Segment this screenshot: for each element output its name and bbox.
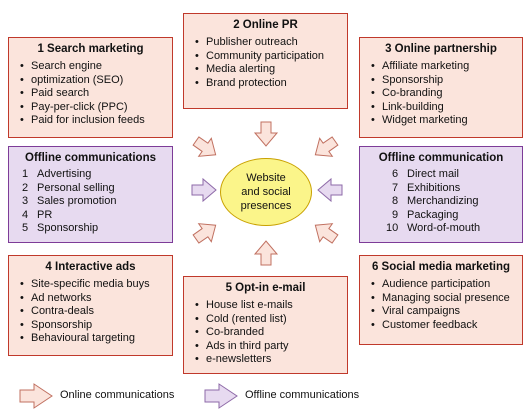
online-partnership-title: 3 Online partnership [385, 43, 497, 55]
center-website-ellipse: Website and social presences [220, 158, 312, 226]
list-item: optimization (SEO) [20, 74, 172, 88]
social-media-box: 6 Social media marketing Audience partic… [359, 255, 523, 345]
list-item: Pay-per-click (PPC) [20, 101, 172, 115]
list-item: Paid search [20, 87, 172, 101]
arrow-from-optin [253, 240, 279, 266]
list-item: Managing social presence [371, 292, 522, 306]
online-partnership-list: Affiliate marketing Sponsorship Co-brand… [360, 60, 522, 128]
list-item: e-newsletters [195, 353, 347, 367]
legend-offline-arrow [204, 383, 238, 409]
list-item: Contra-deals [20, 305, 172, 319]
offline-left-title: Offline communications [25, 152, 156, 164]
list-item: Cold (rented list) [195, 313, 347, 327]
list-item: Audience participation [371, 278, 522, 292]
arrow-from-offline-left [191, 177, 217, 203]
center-label: Website and social presences [240, 172, 292, 212]
list-item: House list e-mails [195, 299, 347, 313]
arrow-from-pr [253, 121, 279, 147]
arrow-from-search [192, 136, 217, 157]
arrow-from-partnership [314, 136, 339, 157]
list-item: Ads in third party [195, 340, 347, 354]
social-media-list: Audience participation Managing social p… [360, 278, 522, 332]
search-marketing-list: Search engine optimization (SEO) Paid se… [9, 60, 172, 128]
list-item: Ad networks [20, 292, 172, 306]
arrow-from-social [314, 223, 339, 244]
online-pr-title: 2 Online PR [233, 19, 298, 31]
list-item: Behavioural targeting [20, 332, 172, 346]
online-pr-list: Publisher outreach Community participati… [184, 36, 347, 90]
list-item: Community participation [195, 50, 347, 64]
legend-offline-label: Offline communications [245, 389, 360, 401]
arrow-from-offline-right [317, 177, 343, 203]
offline-right-title: Offline communication [378, 152, 504, 164]
list-item: Sponsorship [371, 74, 522, 88]
interactive-ads-title: 4 Interactive ads [45, 261, 136, 273]
list-item: Sponsorship [20, 319, 172, 333]
list-item: Publisher outreach [195, 36, 347, 50]
list-item: Viral campaigns [371, 305, 522, 319]
arrow-from-interactive [192, 223, 217, 244]
list-item: Brand protection [195, 77, 347, 91]
list-item: Customer feedback [371, 319, 522, 333]
list-item: Media alerting [195, 63, 347, 77]
online-pr-box: 2 Online PR Publisher outreach Community… [183, 13, 348, 109]
list-item: Link-building [371, 101, 522, 115]
online-partnership-box: 3 Online partnership Affiliate marketing… [359, 37, 523, 138]
interactive-ads-box: 4 Interactive ads Site-specific media bu… [8, 255, 173, 356]
legend-online-arrow [19, 383, 53, 409]
list-item: Affiliate marketing [371, 60, 522, 74]
list-item: Paid for inclusion feeds [20, 114, 172, 128]
list-item: Site-specific media buys [20, 278, 172, 292]
interactive-ads-list: Site-specific media buys Ad networks Con… [9, 278, 172, 346]
list-item: Search engine [20, 60, 172, 74]
optin-email-title: 5 Opt-in e-mail [225, 282, 306, 294]
search-marketing-box: 1 Search marketing Search engine optimiz… [8, 37, 173, 138]
optin-email-box: 5 Opt-in e-mail House list e-mails Cold … [183, 276, 348, 374]
list-item: Co-branded [195, 326, 347, 340]
social-media-title: 6 Social media marketing [371, 261, 511, 273]
search-marketing-title: 1 Search marketing [37, 43, 144, 55]
optin-email-list: House list e-mails Cold (rented list) Co… [184, 299, 347, 367]
legend-online-label: Online communications [60, 389, 175, 401]
list-item: Co-branding [371, 87, 522, 101]
list-item: Widget marketing [371, 114, 522, 128]
